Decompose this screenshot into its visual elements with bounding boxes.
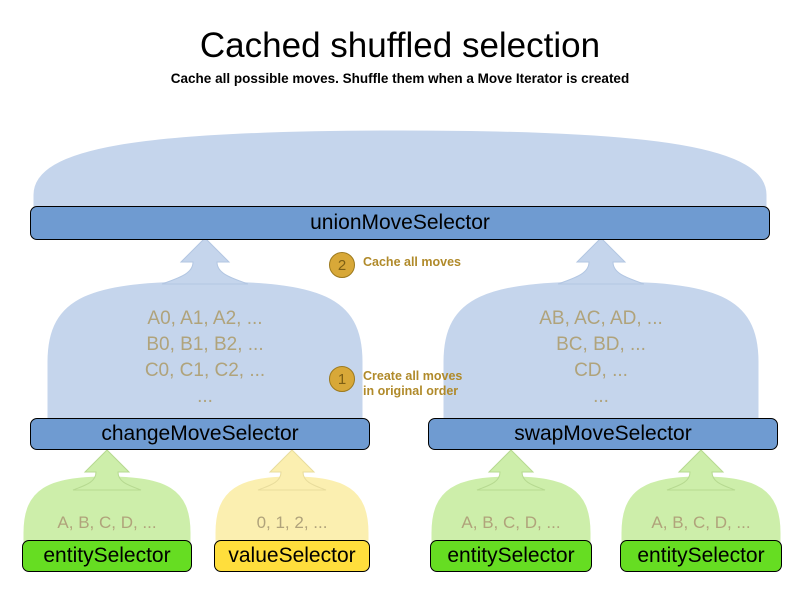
node-entity-selector-1-label: entitySelector: [43, 544, 171, 567]
step-marker-2-circle: 2: [329, 252, 355, 278]
arrow-value-to-change: [257, 449, 327, 491]
page-title: Cached shuffled selection: [199, 26, 601, 65]
arrow-entity-3-to-swap: [666, 449, 736, 491]
node-entity-selector-1[interactable]: entitySelector: [22, 540, 192, 572]
step-marker-1-label: Create all moves in original order: [363, 369, 463, 398]
node-union-move-selector-label: unionMoveSelector: [310, 211, 490, 234]
arrow-entity-1-to-change: [72, 449, 142, 491]
node-change-move-selector-label: changeMoveSelector: [101, 422, 299, 445]
node-entity-selector-2[interactable]: entitySelector: [430, 540, 592, 572]
arrow-change-to-union: [161, 237, 249, 285]
node-entity-selector-3-label: entitySelector: [637, 544, 765, 567]
arrow-swap-to-union: [557, 237, 645, 285]
node-swap-move-selector[interactable]: swapMoveSelector: [428, 418, 778, 450]
cloud-swap-moves: [443, 281, 759, 422]
cloud-change-moves: [47, 281, 363, 422]
node-value-selector-label: valueSelector: [228, 544, 356, 567]
node-change-move-selector[interactable]: changeMoveSelector: [30, 418, 370, 450]
page-subtitle: Cache all possible moves. Shuffle them w…: [170, 71, 630, 86]
step-marker-2: 2 Cache all moves: [329, 252, 461, 278]
step-marker-1-circle: 1: [329, 366, 355, 392]
cloud-union: [33, 130, 767, 213]
node-union-move-selector[interactable]: unionMoveSelector: [30, 206, 770, 240]
arrow-entity-2-to-swap: [476, 449, 546, 491]
step-marker-1: 1 Create all moves in original order: [329, 366, 462, 398]
step-marker-2-label: Cache all moves: [363, 255, 461, 269]
node-entity-selector-2-label: entitySelector: [447, 544, 575, 567]
node-value-selector[interactable]: valueSelector: [214, 540, 370, 572]
node-swap-move-selector-label: swapMoveSelector: [514, 422, 692, 445]
node-entity-selector-3[interactable]: entitySelector: [620, 540, 782, 572]
